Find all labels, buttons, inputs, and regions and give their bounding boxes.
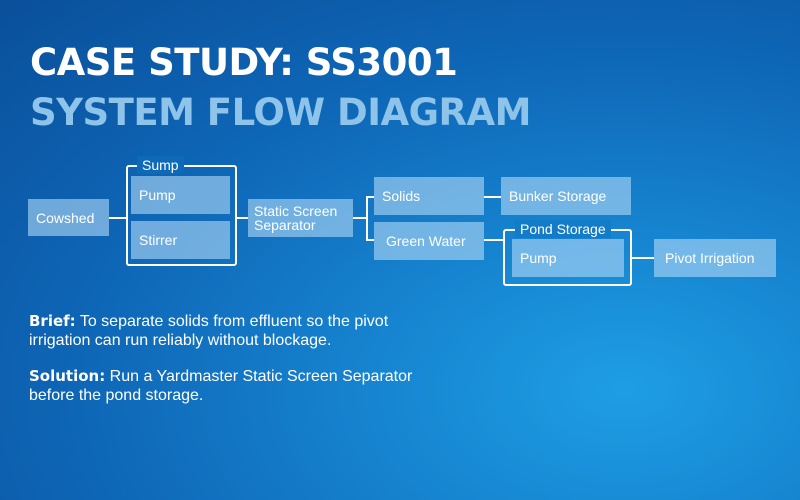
sump-pump-label: Pump <box>139 187 176 203</box>
solution-paragraph: Solution: Run a Yardmaster Static Screen… <box>29 367 449 405</box>
bunker-storage-node: Bunker Storage <box>501 177 631 215</box>
sump-group: Sump <box>126 156 237 266</box>
connector-branch-bracket <box>366 196 374 241</box>
pond-storage-label: Pond Storage <box>515 220 611 238</box>
brief-text: To separate solids from effluent so the … <box>29 313 389 349</box>
brief-lead: Brief: <box>29 312 76 330</box>
cowshed-label: Cowshed <box>36 209 95 226</box>
case-study-title: CASE STUDY: SS3001 <box>30 41 458 84</box>
pond-pump-label: Pump <box>520 250 557 266</box>
pond-storage-group: Pond Storage <box>503 220 632 286</box>
bunker-storage-label: Bunker Storage <box>509 188 607 204</box>
solution-text: Run a Yardmaster Static Screen Separator… <box>29 368 413 404</box>
sump-label: Sump <box>137 156 184 174</box>
pond-pump-node: Pump <box>512 239 624 277</box>
green-water-label: Green Water <box>386 233 466 249</box>
stirrer-node: Stirrer <box>131 221 230 259</box>
brief-paragraph: Brief: To separate solids from effluent … <box>29 312 449 350</box>
cowshed-node: Cowshed <box>28 199 109 236</box>
solids-node: Solids <box>374 177 484 215</box>
static-screen-separator-node: Static Screen Separator <box>248 199 353 237</box>
separator-label-line2: Separator <box>254 217 316 233</box>
pivot-irrigation-label: Pivot Irrigation <box>665 250 755 266</box>
green-water-node: Green Water <box>374 222 484 260</box>
solution-lead: Solution: <box>29 367 106 385</box>
pivot-irrigation-node: Pivot Irrigation <box>654 239 776 277</box>
diagram-subtitle: SYSTEM FLOW DIAGRAM <box>30 91 531 134</box>
solids-label: Solids <box>382 188 421 204</box>
stirrer-label: Stirrer <box>139 232 178 248</box>
sump-pump-node: Pump <box>131 176 230 214</box>
separator-label-line1: Static Screen <box>254 203 338 219</box>
